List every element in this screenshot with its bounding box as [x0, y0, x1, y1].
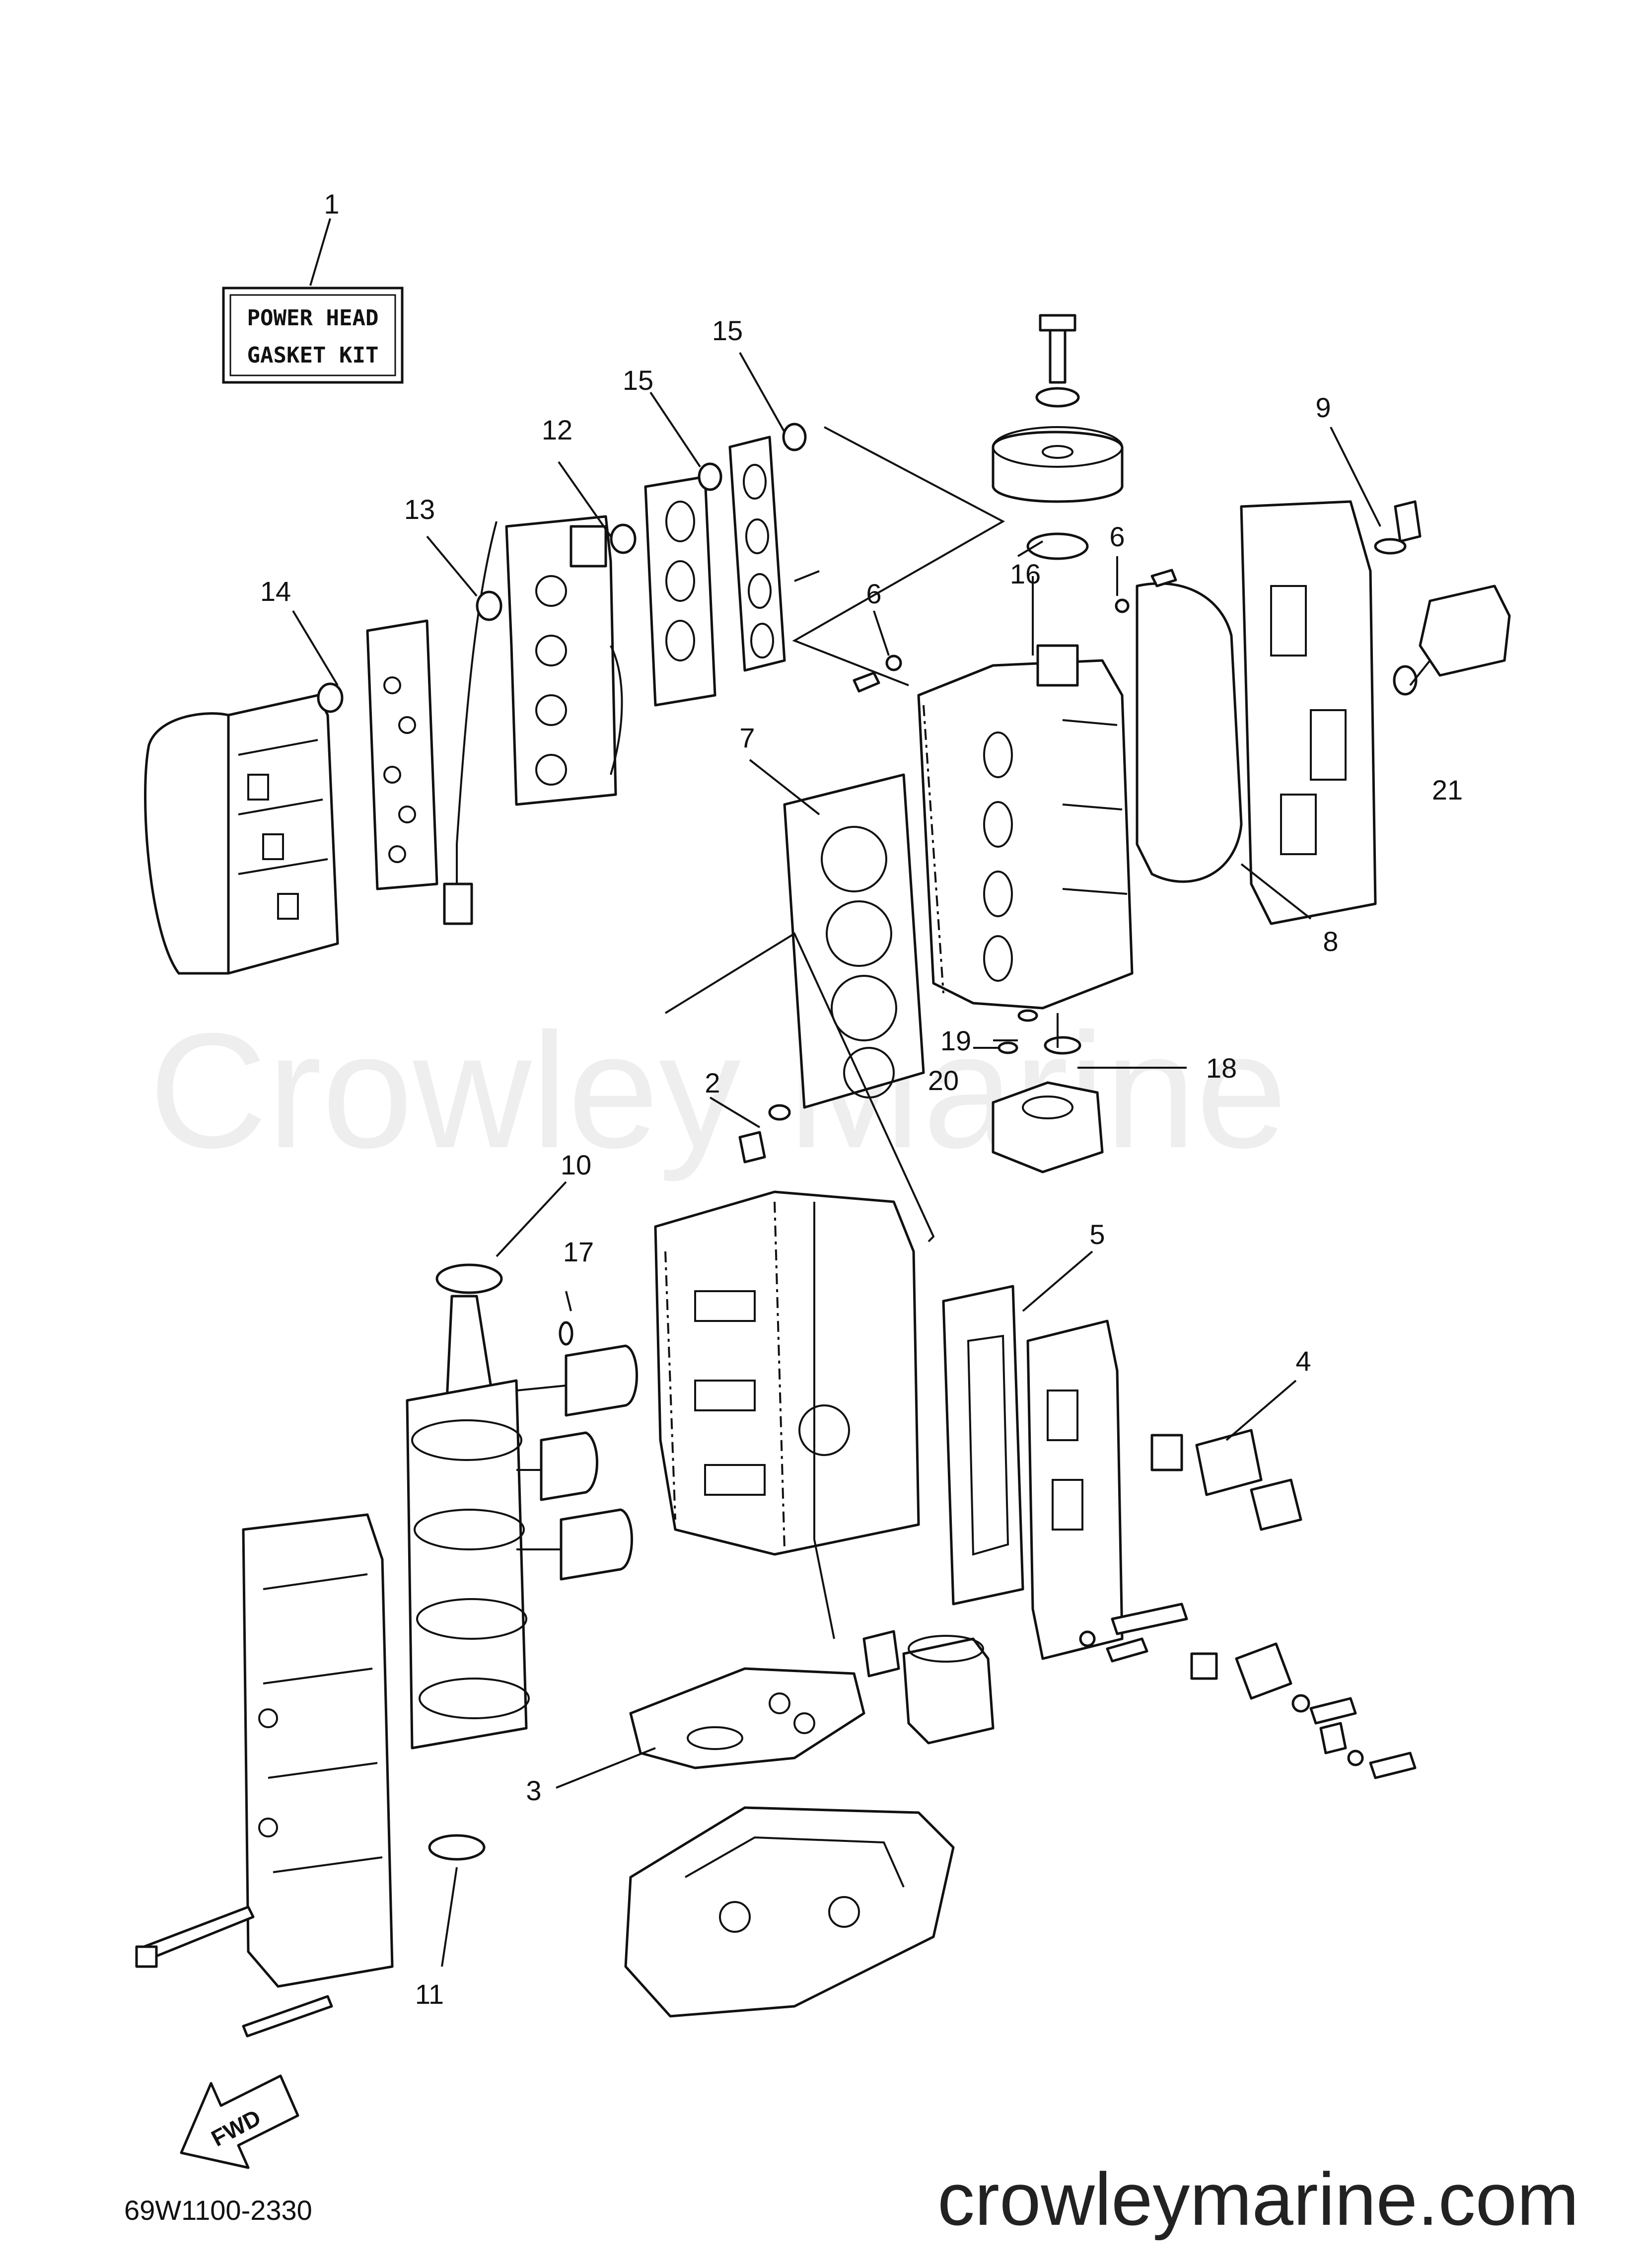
- callout-13: 13: [404, 494, 435, 525]
- diagram-part-number: 69W1100-2330: [124, 2195, 312, 2226]
- head-gasket: [783, 773, 925, 1109]
- silencer-gasket-plate: [366, 619, 438, 890]
- callout-17: 17: [563, 1236, 594, 1267]
- head-cover-gasket: [1136, 582, 1243, 883]
- intake-silencer: [144, 694, 339, 975]
- water-pump-housing: [992, 1009, 1104, 1173]
- bolt-short: [242, 1995, 333, 2038]
- callout-5: 5: [1089, 1219, 1105, 1250]
- callout-18: 18: [1206, 1052, 1237, 1084]
- manifold-gasket: [644, 475, 716, 707]
- callout-11: 11: [415, 1978, 444, 2010]
- callout-leaders: [292, 218, 1431, 1967]
- callout-4: 4: [1295, 1345, 1311, 1377]
- forward-arrow: FWD: [180, 2074, 299, 2169]
- callout-7: 7: [739, 722, 755, 753]
- fuel-hose: [443, 521, 498, 925]
- oil-seal-10: [435, 1263, 503, 1294]
- thermostat-parts: [1150, 1429, 1302, 1531]
- callout-15b: 15: [712, 315, 743, 346]
- callout-6b: 6: [1109, 521, 1125, 552]
- cylinder-head: [917, 644, 1134, 1010]
- site-name: crowleymarine.com: [937, 2157, 1579, 2241]
- pistons: [516, 1344, 638, 1581]
- callout-14: 14: [260, 576, 291, 607]
- thermostat-cover: [1393, 585, 1511, 696]
- flywheel-assembly: [992, 314, 1124, 503]
- oring-2: [768, 1104, 791, 1121]
- exhaust-cover: [242, 1513, 394, 1988]
- callout-20: 20: [928, 1065, 959, 1096]
- anode-parts: [1079, 1603, 1417, 1779]
- kit-label: POWER HEAD GASKET KIT: [222, 287, 404, 384]
- kit-label-line2: GASKET KIT: [247, 343, 379, 368]
- callout-19: 19: [940, 1025, 971, 1056]
- oil-seal-16: [1026, 532, 1089, 560]
- assembly-lines: [664, 426, 1059, 1639]
- callout-2: 2: [705, 1067, 720, 1098]
- callout-1: 1: [324, 188, 339, 219]
- callout-21: 21: [1432, 774, 1463, 805]
- oil-pan-gasket: [629, 1667, 865, 1769]
- reed-plate: [728, 436, 820, 672]
- oring-9: [1374, 538, 1407, 555]
- callout-9: 9: [1315, 392, 1331, 423]
- bolt-long: [143, 1905, 255, 1961]
- callout-12: 12: [542, 414, 572, 445]
- oring-15b: [782, 423, 807, 451]
- callout-3: 3: [526, 1775, 541, 1806]
- oring-15a: [698, 462, 722, 491]
- bolt-head: [135, 1945, 158, 1968]
- oring-13: [476, 590, 502, 621]
- filter-spring: [862, 1630, 900, 1678]
- oring-12: [610, 523, 637, 554]
- callout-10: 10: [561, 1149, 591, 1180]
- callout-16: 16: [1010, 558, 1041, 589]
- crankshaft-assembly: [406, 1295, 530, 1750]
- oring-17: [559, 1321, 573, 1346]
- callout-6a: 6: [866, 578, 881, 609]
- oil-seal-11: [428, 1834, 486, 1861]
- carburetor-assembly: [505, 515, 623, 806]
- cylinder-block: [654, 1131, 920, 1556]
- plug-9: [1394, 500, 1422, 543]
- kit-label-line1: POWER HEAD: [247, 305, 379, 331]
- bolts-6: [853, 569, 1177, 693]
- head-cover: [1240, 500, 1377, 925]
- lower-casing: [624, 1806, 955, 2018]
- oring-14: [317, 682, 344, 713]
- oil-filter: [902, 1635, 995, 1745]
- callout-8: 8: [1323, 926, 1338, 957]
- exhaust-plate: [1026, 1319, 1124, 1660]
- callout-15a: 15: [623, 365, 653, 396]
- exhaust-gasket: [942, 1285, 1024, 1606]
